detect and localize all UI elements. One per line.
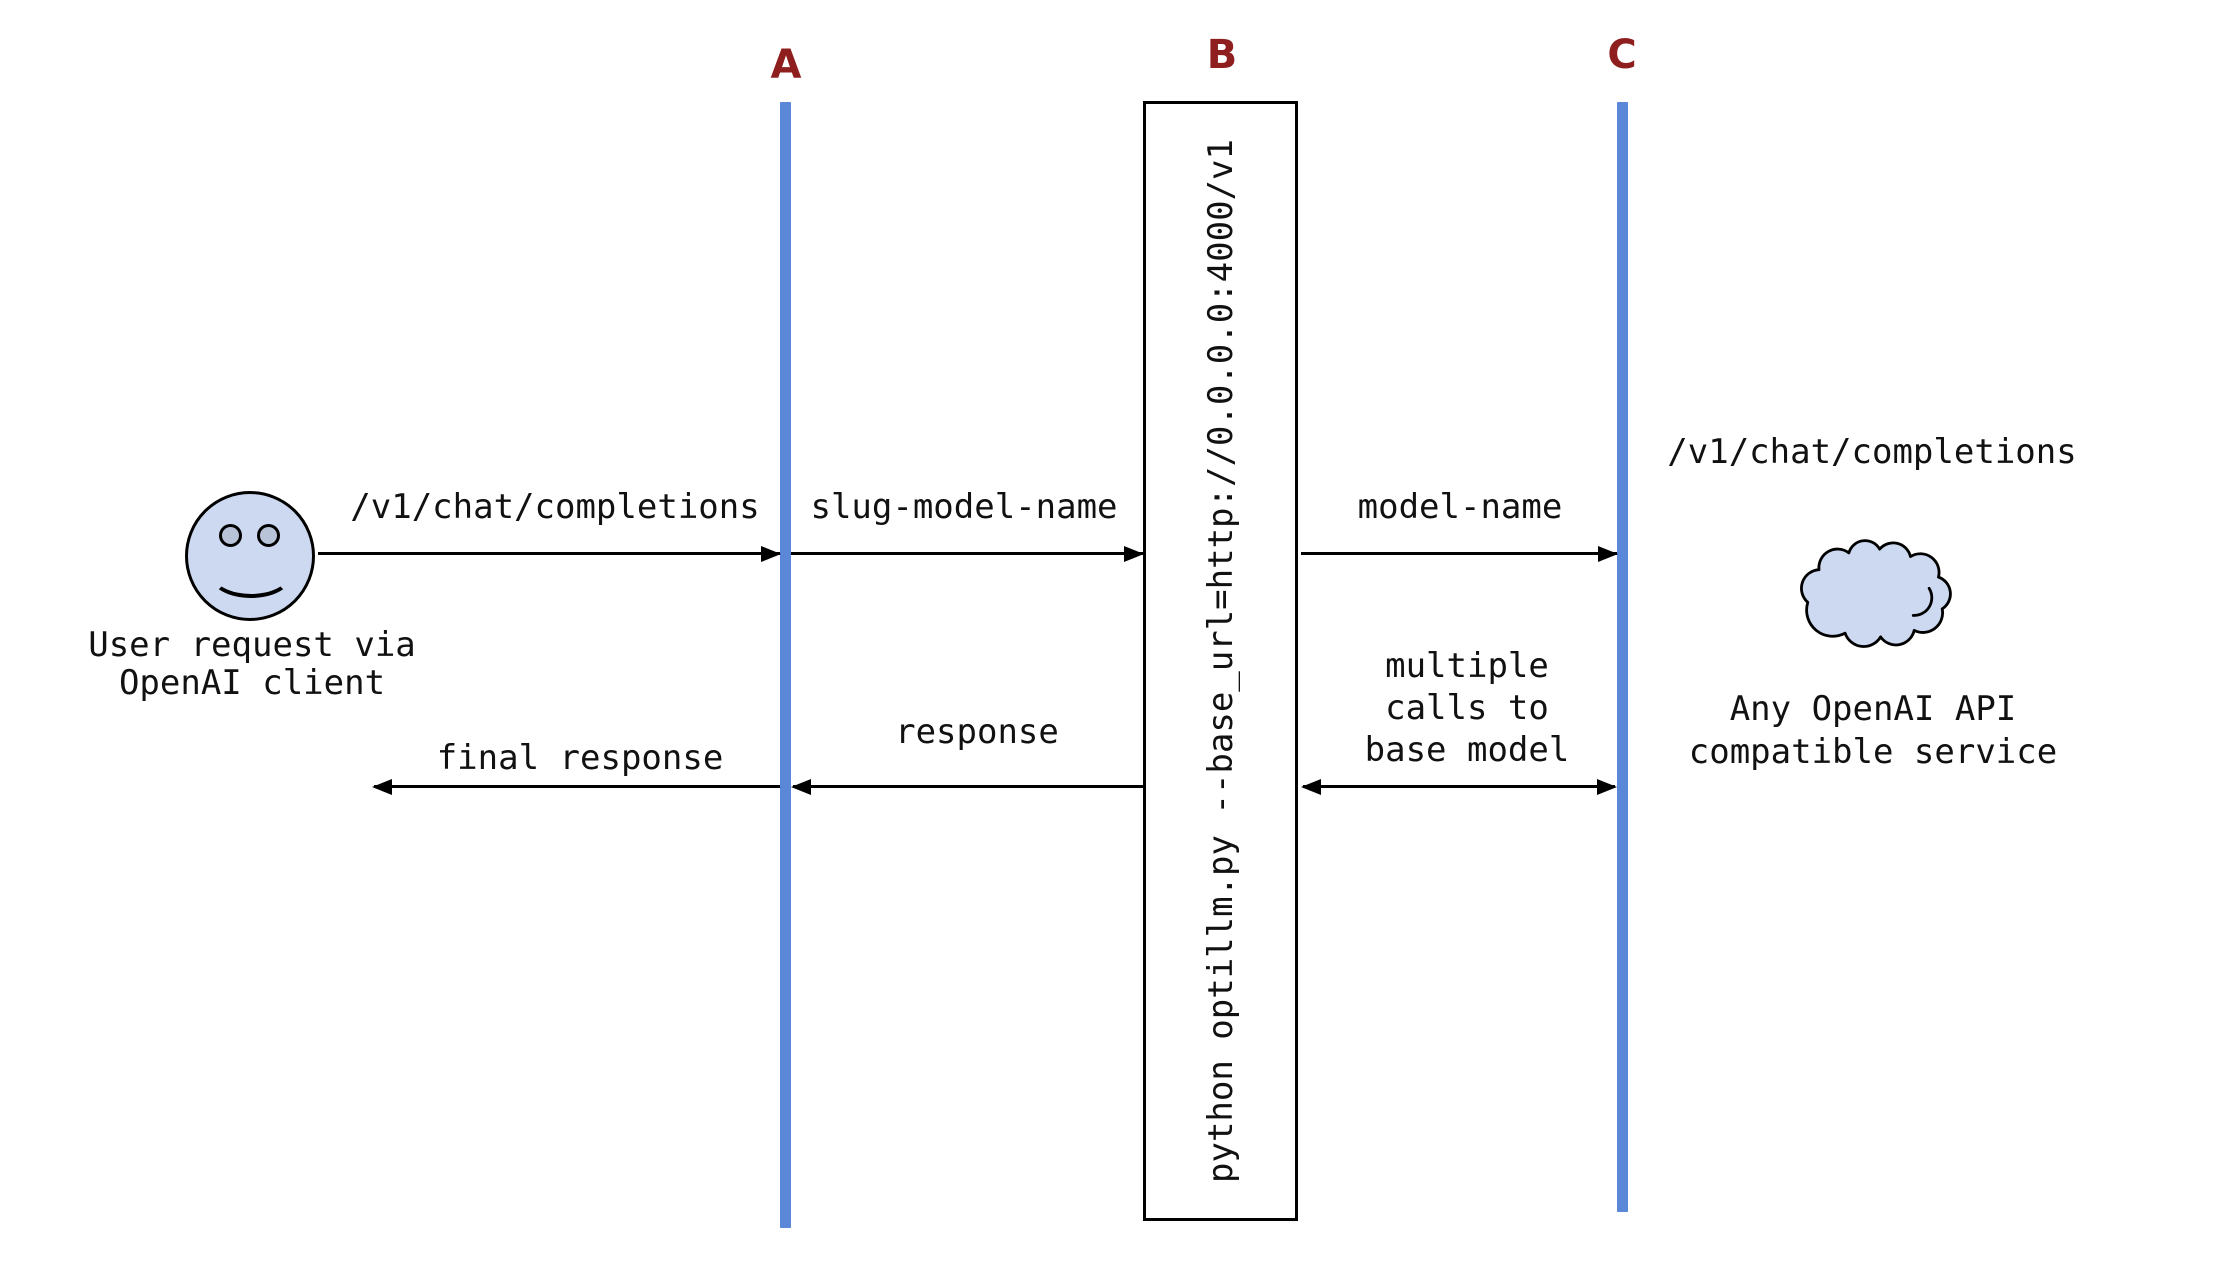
cloud-icon (1800, 539, 1952, 648)
multiple-calls-left-arrowhead-icon (1301, 779, 1321, 795)
actor-caption-line1: User request via (88, 625, 416, 665)
multiple-calls-line2: calls to (1385, 688, 1549, 728)
eye-icon (257, 524, 280, 547)
proxy-command-text: python optillm.py --base_url=http://0.0.… (1200, 139, 1241, 1183)
service-caption-line1: Any OpenAI API (1729, 689, 2017, 729)
multiple-calls-line1: multiple (1385, 646, 1549, 686)
multiple-calls-line3: base model (1364, 730, 1570, 770)
proxy-box: python optillm.py --base_url=http://0.0.… (1143, 101, 1298, 1221)
slug-arrowhead-icon (1124, 546, 1144, 562)
service-caption-line2: compatible service (1688, 732, 2058, 772)
lifeline-a-label: A (770, 42, 802, 88)
lifeline-c-bar (1617, 102, 1628, 1212)
service-endpoint-label: /v1/chat/completions (1667, 432, 2077, 472)
slug-arrow-line (791, 552, 1143, 555)
model-arrowhead-icon (1598, 546, 1618, 562)
multiple-calls-right-arrowhead-icon (1597, 779, 1617, 795)
smiley-face-icon (185, 491, 315, 621)
model-arrow-line (1301, 552, 1617, 555)
actor-caption-line2: OpenAI client (118, 663, 386, 703)
lifeline-a-bar (780, 102, 791, 1228)
model-name-label: model-name (1357, 487, 1563, 527)
service-caption: Any OpenAI API compatible service (1689, 688, 2057, 774)
request-arrow-line (318, 552, 780, 555)
lifeline-b-label: B (1206, 32, 1238, 78)
actor-caption: User request via OpenAI client (88, 626, 416, 702)
final-response-arrowhead-icon (372, 779, 392, 795)
request-arrowhead-icon (761, 546, 781, 562)
multiple-calls-label: multiple calls to base model (1365, 645, 1570, 771)
slug-model-label: slug-model-name (810, 487, 1118, 527)
request-label: /v1/chat/completions (350, 487, 760, 527)
final-response-label: final response (436, 738, 724, 778)
response-arrowhead-icon (791, 779, 811, 795)
response-label: response (895, 712, 1059, 752)
eye-icon (219, 524, 242, 547)
response-arrow-line (793, 785, 1143, 788)
final-response-arrow-line (374, 785, 780, 788)
smile-icon (210, 552, 292, 598)
multiple-calls-arrow-line (1303, 785, 1615, 788)
lifeline-c-label: C (1607, 32, 1637, 78)
